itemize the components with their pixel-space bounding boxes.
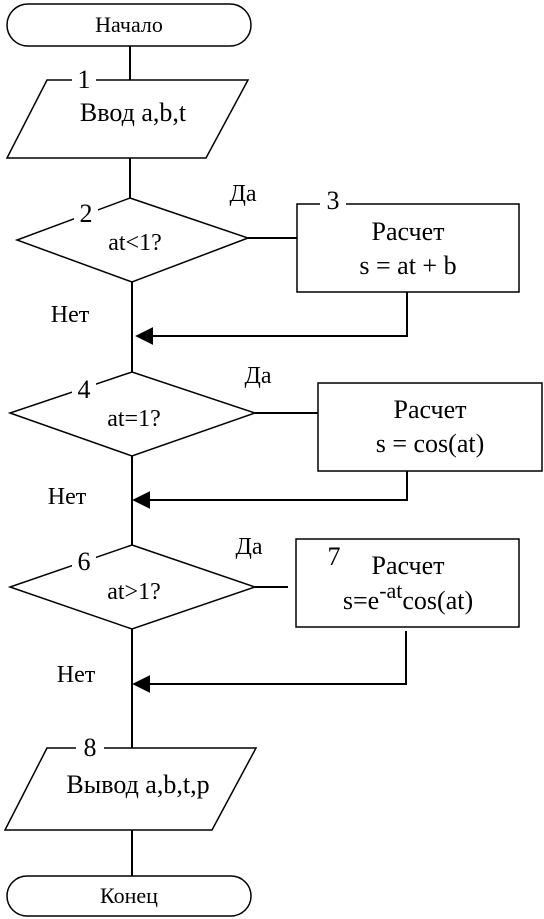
decision-2-condition: at=1? xyxy=(107,406,161,432)
decision-2-no-label: Нет xyxy=(48,484,87,510)
decision-1-number: 2 xyxy=(80,199,93,228)
process-3-number: 3 xyxy=(327,186,340,215)
decision-1: 2 at<1? Да Нет xyxy=(14,181,257,328)
start-label: Начало xyxy=(95,12,163,37)
end-label: Конец xyxy=(100,883,158,908)
output-block: 8 Вывод a,b,t,p xyxy=(3,732,258,831)
process-3: 3 Расчет s = at + b xyxy=(296,186,520,293)
output-number: 8 xyxy=(84,733,97,762)
decision-3-condition: at>1? xyxy=(107,579,161,605)
yes-connectors xyxy=(248,237,318,588)
decision-1-no-label: Нет xyxy=(51,302,90,328)
end-terminator: Конец xyxy=(6,875,252,917)
process-5-title: Расчет xyxy=(394,395,467,424)
formula-exponent: -at xyxy=(379,578,402,603)
start-terminator: Начало xyxy=(6,3,252,47)
input-block: 1 Ввод a,b,t xyxy=(5,65,250,159)
decision-1-yes-label: Да xyxy=(229,181,256,207)
decision-2: 4 at=1? Да Нет xyxy=(7,363,272,510)
decision-3-no-label: Нет xyxy=(57,662,96,688)
formula-base: s=e xyxy=(343,586,379,615)
formula-tail: cos(at) xyxy=(402,586,473,615)
process-7-number: 7 xyxy=(328,542,341,571)
process-3-formula: s = at + b xyxy=(359,251,456,280)
process-7-title: Расчет xyxy=(372,551,445,580)
input-label: Ввод a,b,t xyxy=(80,98,187,127)
decision-2-yes-label: Да xyxy=(244,363,271,389)
process-3-title: Расчет xyxy=(372,217,445,246)
process-7-formula: s=e-atcos(at) xyxy=(343,578,473,615)
return-connectors xyxy=(132,292,408,693)
input-number: 1 xyxy=(78,65,91,94)
process-5-formula: s = cos(at) xyxy=(376,429,485,458)
decision-3-yes-label: Да xyxy=(235,534,262,560)
output-label: Вывод a,b,t,p xyxy=(66,770,209,799)
process-7: 7 Расчет s=e-atcos(at) xyxy=(295,538,520,628)
main-connectors xyxy=(129,46,133,876)
decision-1-condition: at<1? xyxy=(108,230,162,256)
decision-3-number: 6 xyxy=(78,547,91,576)
process-5: Расчет s = cos(at) xyxy=(317,382,543,472)
decision-3: 6 at>1? Да Нет xyxy=(7,534,263,688)
decision-2-number: 4 xyxy=(78,375,91,404)
